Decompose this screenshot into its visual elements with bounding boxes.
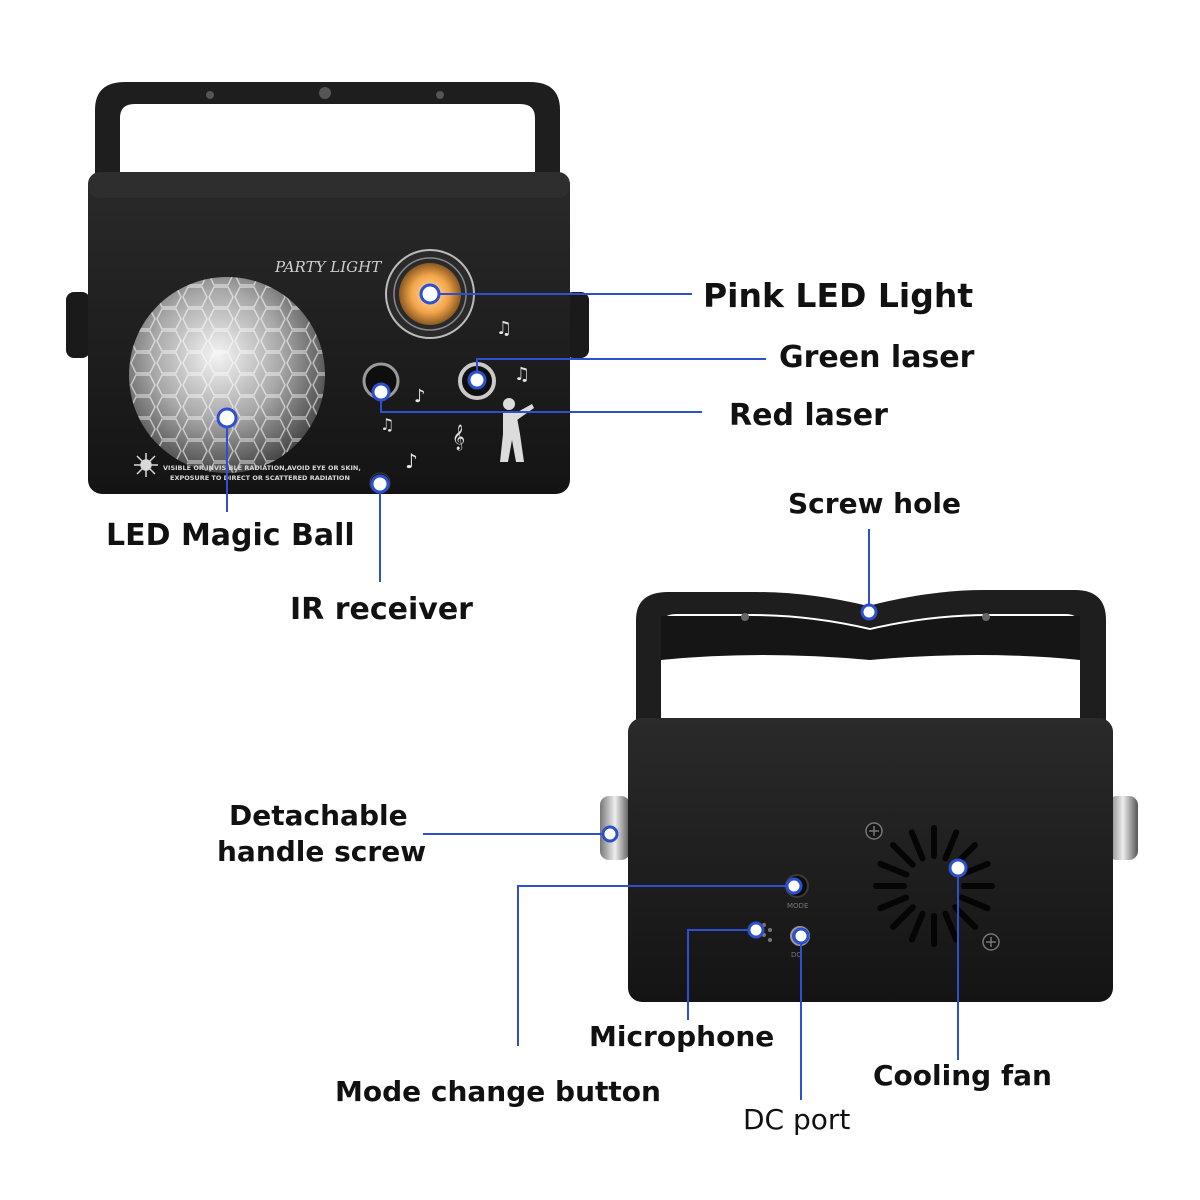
label-dc-port: DC port bbox=[743, 1103, 850, 1136]
leader-dot bbox=[792, 927, 810, 945]
svg-text:VISIBLE OR INVISIBLE RADIATION: VISIBLE OR INVISIBLE RADIATION,AVOID EYE… bbox=[163, 464, 361, 472]
leader-dot bbox=[601, 825, 619, 843]
svg-text:♫: ♫ bbox=[496, 318, 512, 339]
label-cooling-fan: Cooling fan bbox=[873, 1059, 1052, 1092]
leader-dot bbox=[216, 407, 238, 429]
svg-text:♪: ♪ bbox=[405, 449, 418, 473]
svg-text:EXPOSURE TO DIRECT OR SCATTERE: EXPOSURE TO DIRECT OR SCATTERED RADIATIO… bbox=[170, 474, 350, 482]
fan-vent-slot bbox=[908, 910, 926, 943]
laser-warning-icon bbox=[134, 453, 158, 477]
leader-dot bbox=[371, 382, 391, 402]
svg-text:♫: ♫ bbox=[514, 364, 530, 385]
label-pink-led: Pink LED Light bbox=[703, 276, 973, 315]
front-housing-top bbox=[88, 172, 570, 198]
fan-vent-slot bbox=[942, 829, 960, 862]
screw-icon bbox=[982, 933, 1000, 951]
leader-dot bbox=[419, 283, 441, 305]
label-ir-receiver: IR receiver bbox=[290, 592, 473, 627]
fan-vent-slot bbox=[942, 910, 960, 943]
callout-labels: Pink LED Light Green laser Red laser LED… bbox=[106, 276, 1052, 1136]
label-microphone: Microphone bbox=[589, 1020, 774, 1053]
label-magic-ball: LED Magic Ball bbox=[106, 518, 355, 553]
fan-vent-slot bbox=[877, 860, 910, 878]
leader-dot bbox=[860, 603, 878, 621]
back-housing bbox=[628, 718, 1113, 1002]
back-handle-hole bbox=[741, 613, 749, 621]
fan-vent-slot bbox=[890, 842, 916, 868]
leader-mode-button bbox=[517, 885, 794, 1046]
fan-vent-slot bbox=[877, 894, 910, 912]
dc-label: DC bbox=[791, 951, 801, 959]
fan-vent-slot bbox=[958, 894, 991, 912]
svg-text:𝄞: 𝄞 bbox=[452, 424, 465, 450]
leader-dot bbox=[785, 877, 803, 895]
leader-dot bbox=[467, 370, 487, 390]
back-unit: MODE DC bbox=[600, 590, 1138, 1002]
label-mode-button: Mode change button bbox=[335, 1075, 661, 1108]
fan-vent-slot bbox=[908, 829, 926, 862]
label-handle-screw-line2: handle screw bbox=[217, 835, 426, 868]
callout-leaders bbox=[216, 283, 968, 1100]
magic-ball-facets bbox=[129, 277, 325, 473]
svg-text:♫: ♫ bbox=[380, 415, 394, 434]
label-green-laser: Green laser bbox=[779, 340, 975, 375]
front-handle-hole bbox=[436, 91, 444, 99]
label-screw-hole: Screw hole bbox=[788, 487, 961, 520]
front-unit: PARTY LIGHT ♫ ♫ ♪ ♫ 𝄞 ♪ bbox=[66, 82, 589, 494]
front-handle-hole bbox=[206, 91, 214, 99]
screw-icon bbox=[865, 822, 883, 840]
handle-screw-right bbox=[1108, 796, 1138, 860]
front-handle-hole bbox=[319, 87, 331, 99]
leader-microphone bbox=[687, 929, 756, 1020]
back-handle-hole bbox=[982, 613, 990, 621]
fan-vent-slot bbox=[890, 904, 916, 930]
back-handle-plate bbox=[661, 616, 1080, 660]
front-handle bbox=[95, 82, 560, 215]
label-red-laser: Red laser bbox=[729, 398, 888, 433]
back-handle bbox=[636, 590, 1106, 745]
leader-dot bbox=[370, 474, 390, 494]
label-handle-screw-line1: Detachable bbox=[229, 799, 408, 832]
brand-label: PARTY LIGHT bbox=[274, 258, 382, 276]
front-left-knob bbox=[66, 292, 90, 358]
svg-text:♪: ♪ bbox=[414, 386, 426, 407]
laser-warning-sticker: VISIBLE OR INVISIBLE RADIATION,AVOID EYE… bbox=[134, 453, 361, 482]
front-right-knob bbox=[565, 292, 589, 358]
leader-dot bbox=[948, 858, 968, 878]
music-note-icon: ♫ ♫ ♪ ♫ 𝄞 ♪ bbox=[380, 318, 530, 473]
mode-label: MODE bbox=[787, 902, 808, 910]
leader-dot bbox=[747, 921, 765, 939]
